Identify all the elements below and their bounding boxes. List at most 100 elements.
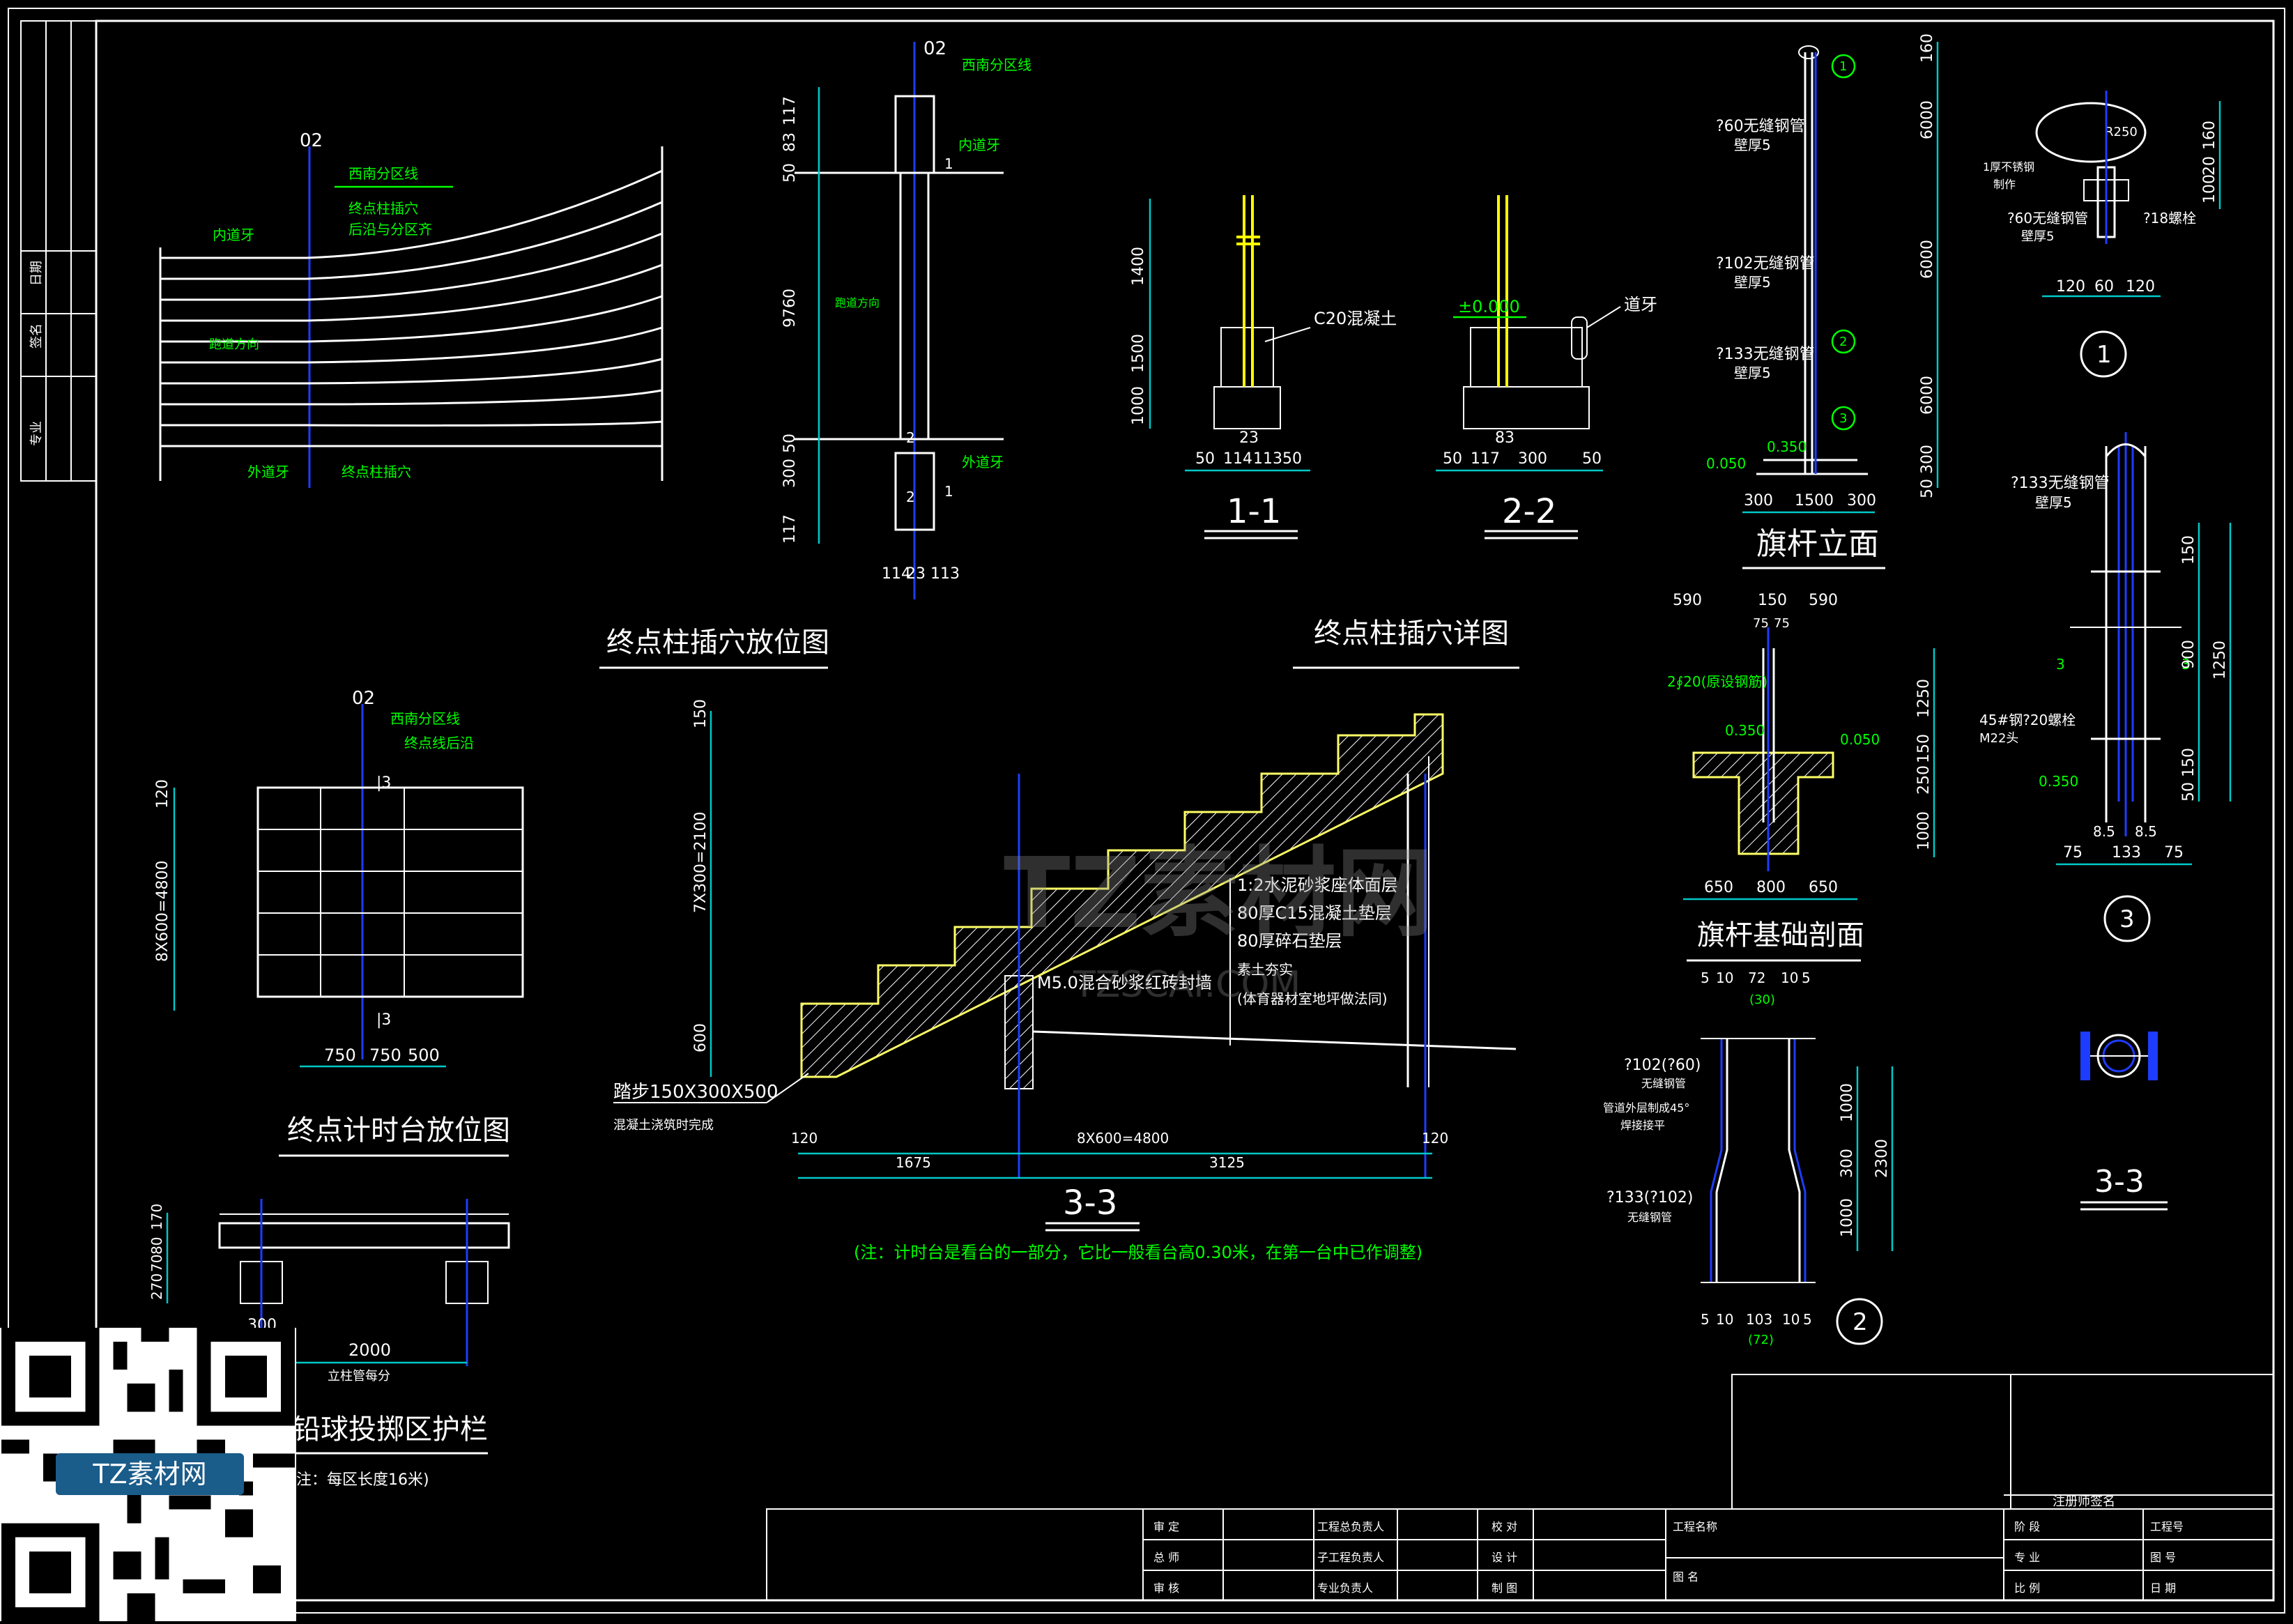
tl-d2: 750 xyxy=(324,1045,356,1065)
fp-lv1: 0.350 xyxy=(1767,438,1807,455)
fp-dh1: 1500 xyxy=(1795,492,1834,510)
s22-dh2: 117 xyxy=(1471,450,1500,468)
d3-callout: 3 xyxy=(2119,905,2135,933)
strip-major: 专业 xyxy=(29,421,44,446)
ss-layer2: 80厚碎石垫层 xyxy=(1237,931,1342,951)
d1-callout: 1 xyxy=(2096,341,2112,369)
d1-dh0: 120 xyxy=(2056,278,2085,296)
s11-dh4: 50 xyxy=(1282,450,1302,468)
detail-3: ?133无缝钢管 壁厚5 45#钢?20螺栓 M22头 0.350 3 3 15… xyxy=(1979,432,2232,1211)
ss-wall: M5.0混合砂浆红砖封墙 xyxy=(1037,973,1212,993)
fp-p0w: 壁厚5 xyxy=(1734,137,1771,153)
lbl-inner-curb: 内道牙 xyxy=(213,227,254,243)
s11-dh0: 23 xyxy=(1239,429,1259,447)
d2-b1: 10 xyxy=(1716,1311,1733,1328)
tb-r1c1: 子工程负责人 xyxy=(1317,1551,1384,1564)
tb-r1c4: 图 号 xyxy=(2150,1551,2176,1564)
ss-layer0: 1:2水泥砂浆座体面层 xyxy=(1237,875,1398,895)
flagpole-foundation: 590 150 590 75 75 2∮20(原设钢筋) 0.350 0.050… xyxy=(1667,592,1935,962)
fp-dv4: 300 xyxy=(1919,445,1936,474)
tb-r0c1: 工程总负责人 xyxy=(1317,1520,1384,1533)
ff-lv0: 0.350 xyxy=(1725,722,1765,739)
ss-note: (注：计时台是看台的一部分，它比一般看台高0.30米，在第一台中已作调整) xyxy=(854,1243,1422,1262)
s11-dv1: 1500 xyxy=(1130,334,1147,373)
detail-2: 5 10 72 10 5 (30) ?102(?60) 无缝钢管 管道外层制成4… xyxy=(1603,970,1894,1347)
ss-dh4: 3125 xyxy=(1209,1154,1245,1171)
tb-r2c1: 专业负责人 xyxy=(1317,1581,1373,1595)
d3-l3: M22头 xyxy=(1979,731,2018,746)
s11-dv0: 1400 xyxy=(1130,247,1147,286)
ff-t4: 75 xyxy=(1774,616,1790,631)
lbl-sw-line: 西南分区线 xyxy=(348,165,418,182)
d3-dh3: 133 xyxy=(2112,844,2141,861)
fp-dv2: 6000 xyxy=(1919,240,1936,279)
socket-layout-view: 02 西南分区线 终点柱插穴 后沿与分区齐 内道牙 外道牙 终点柱插穴 跑道方向 xyxy=(159,130,664,488)
section-2-2: ±0.000 道牙 83 50 117 300 50 2-2 xyxy=(1436,195,1657,539)
rl-d0: 170 xyxy=(148,1204,165,1230)
fp-p1w: 壁厚5 xyxy=(1734,274,1771,291)
tl-finish: 终点线后沿 xyxy=(404,735,474,751)
s22-title: 2-2 xyxy=(1502,492,1556,531)
tl-mark-b: |3 xyxy=(376,1011,391,1029)
d2-dv0: 1000 xyxy=(1839,1083,1856,1122)
fp-dv5: 50 xyxy=(1919,479,1936,498)
d1-dv1: 20 xyxy=(2201,156,2218,176)
d3-dv2: 150 xyxy=(2180,748,2198,777)
tl-mark-a: |3 xyxy=(376,774,391,792)
d3-dv4: 1250 xyxy=(2211,641,2229,680)
s11-title: 1-1 xyxy=(1227,492,1281,531)
lbl-rear-edge: 后沿与分区齐 xyxy=(348,221,432,238)
cut-mark-1a: 1 xyxy=(944,155,953,172)
fp-c1: 1 xyxy=(1839,59,1847,74)
dim-l5: 50 xyxy=(781,434,799,453)
d1-dh2: 120 xyxy=(2126,278,2155,296)
d2-l2: 管道外层制成45° xyxy=(1603,1101,1689,1114)
tb-project: 工程名称 xyxy=(1673,1520,1717,1533)
d3-l4: 0.350 xyxy=(2039,773,2078,790)
sheet-border xyxy=(8,8,2285,1614)
d2-l0: ?102(?60) xyxy=(1624,1057,1701,1074)
ss-dh3: 1675 xyxy=(896,1154,931,1171)
d3-dh4: 75 xyxy=(2164,844,2184,861)
ss-dv1: 7X300=2100 xyxy=(692,812,710,913)
ff-t0: 590 xyxy=(1673,592,1702,609)
d3-dv1: 900 xyxy=(2180,640,2198,669)
ff-dv3: 1000 xyxy=(1915,811,1933,850)
s11-concrete: C20混凝土 xyxy=(1314,309,1397,328)
d3-title: 3-3 xyxy=(2094,1164,2145,1200)
ff-title: 旗杆基础剖面 xyxy=(1697,919,1864,951)
timing-layout-view: 02 西南分区线 终点线后沿 |3 |3 120 8X600=4800 750 … xyxy=(154,688,524,1068)
fp-dv1: 6000 xyxy=(1919,100,1936,139)
d2-t4: 5 xyxy=(1802,970,1811,986)
dim-l1: 83 xyxy=(781,132,799,152)
ff-t2: 590 xyxy=(1809,592,1838,609)
tb-r0c4: 工程号 xyxy=(2150,1520,2184,1533)
section-1-1: 1400 1500 1000 C20混凝土 23 50 114 113 50 1… xyxy=(1130,195,1397,539)
lbl-run-dir: 跑道方向 xyxy=(209,337,259,352)
d3-m1: 3 xyxy=(2181,656,2191,673)
d3-m0: 3 xyxy=(2056,656,2065,673)
socket-detail-view: 02 西南分区线 内道牙 外道牙 跑道方向 117 83 50 9760 50 … xyxy=(781,38,1032,599)
tb-r2c0: 审 核 xyxy=(1153,1581,1179,1595)
dim-l8: 117 xyxy=(781,514,799,544)
d3-dh2: 75 xyxy=(2063,844,2083,861)
d2-dv2: 1000 xyxy=(1839,1198,1856,1237)
dim-b2: 113 xyxy=(930,565,960,583)
d3-dv3: 50 xyxy=(2180,782,2198,802)
axis-02-b: 02 xyxy=(923,38,946,59)
title-block: 注册师签名 审 定 工程总负责人 校 对 阶 段 工程号 总 师 子工程负责人 … xyxy=(766,1374,2274,1601)
ff-dh0: 650 xyxy=(1704,879,1733,896)
dim-b1: 23 xyxy=(906,565,926,583)
d2-l3: 焊接接平 xyxy=(1620,1119,1665,1132)
strip-sign: 签名 xyxy=(29,323,44,348)
d2-b2: 103 xyxy=(1746,1311,1772,1328)
dim-l6: 300 xyxy=(781,459,799,488)
d2-dv1: 300 xyxy=(1839,1149,1856,1178)
ff-lv1: 0.050 xyxy=(1840,731,1880,748)
fp-p1: ?102无缝钢管 xyxy=(1716,255,1815,273)
d2-t2: 72 xyxy=(1748,970,1765,986)
detail-1: R250 1厚不锈钢 制作 ?60无缝钢管 壁厚5 ?18螺栓 160 20 1… xyxy=(1983,91,2221,378)
left-title-strip: 日期 签名 专业 xyxy=(20,20,97,482)
qr-brand-label: TZ素材网 xyxy=(56,1453,244,1495)
